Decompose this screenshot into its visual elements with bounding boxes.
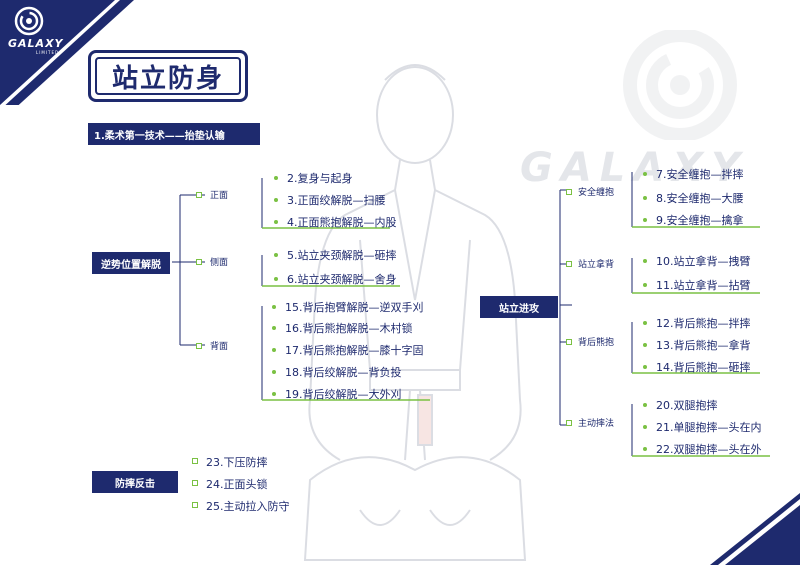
item-bullet (192, 480, 198, 486)
technique-item: 18.背后绞解脱—背负投 (285, 364, 402, 380)
attack-category-label: 站立进攻 (499, 300, 539, 315)
item-dot (643, 425, 647, 429)
item-dot (272, 305, 276, 309)
technique-item: 16.背后熊抱解脱—木村锁 (285, 320, 413, 336)
item-dot (643, 259, 647, 263)
group-label-rear-bearhug: 背后熊抱 (578, 335, 614, 348)
technique-item: 17.背后熊抱解脱—膝十字固 (285, 342, 424, 358)
group-bullet (196, 259, 202, 265)
group-bullet (566, 420, 572, 426)
group-bullet (196, 343, 202, 349)
item-dot (643, 365, 647, 369)
item-dot (274, 220, 278, 224)
technique-item: 25.主动拉入防守 (206, 498, 290, 514)
technique-item: 9.安全缠抱—擒拿 (656, 212, 744, 228)
technique-item: 13.背后熊抱—拿背 (656, 337, 751, 353)
group-bullet (566, 189, 572, 195)
group-label-takedowns: 主动摔法 (578, 416, 614, 429)
group-label-clinch: 安全缠抱 (578, 185, 614, 198)
item-dot (274, 277, 278, 281)
item-dot (643, 447, 647, 451)
technique-item: 19.背后绞解脱—大外刈 (285, 386, 402, 402)
item-bullet (192, 458, 198, 464)
technique-item: 15.背后抱臂解脱—逆双手刈 (285, 299, 424, 315)
group-label-standing-back: 站立拿背 (578, 257, 614, 270)
group-bullet (566, 261, 572, 267)
technique-item: 11.站立拿背—拈臂 (656, 277, 751, 293)
technique-item: 10.站立拿背—拽臂 (656, 253, 751, 269)
item-dot (272, 392, 276, 396)
item-dot (274, 176, 278, 180)
item-dot (643, 283, 647, 287)
technique-item: 22.双腿抱摔—头在外 (656, 441, 762, 457)
item-dot (274, 198, 278, 202)
technique-item: 12.背后熊抱—拌摔 (656, 315, 751, 331)
item-dot (643, 196, 647, 200)
sprawl-category-label: 防摔反击 (115, 475, 155, 490)
technique-item: 8.安全缠抱—大腰 (656, 190, 744, 206)
technique-item: 2.复身与起身 (287, 170, 353, 186)
technique-item: 24.正面头锁 (206, 476, 268, 492)
group-label-front: 正面 (210, 188, 228, 201)
sprawl-category-box: 防摔反击 (92, 471, 178, 493)
item-dot (274, 253, 278, 257)
technique-item: 21.单腿抱摔—头在内 (656, 419, 762, 435)
group-label-side: 侧面 (210, 255, 228, 268)
item-bullet (192, 502, 198, 508)
technique-item: 20.双腿抱摔 (656, 397, 718, 413)
item-dot (643, 321, 647, 325)
technique-item: 4.正面熊抱解脱—内股 (287, 214, 397, 230)
item-dot (272, 348, 276, 352)
group-label-back: 背面 (210, 339, 228, 352)
group-bullet (566, 339, 572, 345)
group-bullet (196, 192, 202, 198)
technique-item: 3.正面绞解脱—扫腰 (287, 192, 386, 208)
item-dot (643, 172, 647, 176)
escape-category-label: 逆势位置解脱 (101, 256, 161, 271)
technique-item: 6.站立夹颈解脱—舍身 (287, 271, 397, 287)
technique-item: 14.背后熊抱—砸摔 (656, 359, 751, 375)
item-dot (643, 343, 647, 347)
escape-category-box: 逆势位置解脱 (92, 252, 170, 274)
technique-item: 5.站立夹颈解脱—砸摔 (287, 247, 397, 263)
item-dot (272, 326, 276, 330)
item-dot (643, 403, 647, 407)
attack-category-box: 站立进攻 (480, 296, 558, 318)
item-dot (272, 370, 276, 374)
technique-item: 23.下压防摔 (206, 454, 268, 470)
technique-item: 7.安全缠抱—拌摔 (656, 166, 744, 182)
item-dot (643, 218, 647, 222)
